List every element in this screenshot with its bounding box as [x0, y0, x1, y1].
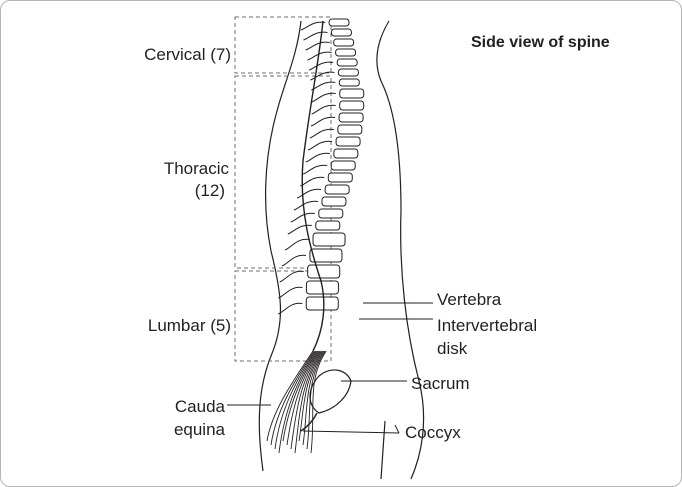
spinous-process — [291, 213, 315, 222]
label-cervical: Cervical (7) — [101, 45, 231, 65]
spinous-process — [280, 271, 304, 282]
spinous-process — [312, 105, 336, 114]
leg-line — [381, 421, 385, 479]
label-thoracic-line2: (12) — [101, 181, 225, 201]
vertebra-body — [336, 137, 360, 146]
vertebra-body — [338, 125, 362, 134]
spinous-process — [285, 239, 309, 250]
spinous-process — [303, 32, 327, 40]
vertebra-body — [336, 49, 356, 56]
vertebra-body — [334, 39, 354, 46]
spinous-process — [310, 129, 334, 138]
front-outline — [377, 21, 424, 479]
spinous-process — [300, 177, 324, 186]
label-cauda-line2: equina — [121, 420, 225, 440]
label-lumbar: Lumbar (5) — [101, 316, 231, 336]
label-vertebra: Vertebra — [437, 290, 501, 310]
vertebra-body — [331, 161, 355, 170]
spinous-process — [306, 42, 330, 50]
spinous-process — [303, 165, 327, 174]
vertebra-body — [340, 89, 364, 98]
vertebra-body — [339, 79, 359, 86]
vertebra-body — [329, 19, 349, 26]
label-disk-line1: Intervertebral — [437, 316, 537, 336]
sacrum-shape — [310, 370, 351, 413]
diagram-title: Side view of spine — [471, 33, 610, 53]
vertebra-body — [316, 221, 340, 230]
vertebra-body — [322, 197, 346, 206]
coccyx-leader-tick — [395, 425, 399, 433]
label-coccyx: Coccyx — [405, 423, 461, 443]
vertebra-body — [328, 173, 352, 182]
label-thoracic-line1: Thoracic — [101, 159, 229, 179]
vertebra-body — [331, 29, 351, 36]
vertebra-body — [313, 233, 345, 246]
vertebra-body — [338, 69, 358, 76]
vertebra-body — [339, 113, 363, 122]
label-cauda-line1: Cauda — [121, 397, 225, 417]
spinous-process — [294, 201, 318, 210]
vertebra-body — [306, 297, 338, 310]
vertebrae-column — [278, 19, 363, 314]
spinous-process — [309, 62, 333, 70]
vertebra-body — [319, 209, 343, 218]
leader-lines — [227, 303, 433, 433]
vertebra-body — [337, 59, 357, 66]
spinous-process — [306, 153, 330, 162]
spinous-process — [308, 141, 332, 150]
vertebra-body — [334, 149, 358, 158]
spinous-process — [278, 303, 302, 314]
spinous-process — [278, 287, 302, 298]
label-disk-line2: disk — [437, 339, 467, 359]
label-sacrum: Sacrum — [411, 374, 470, 394]
vertebra-body — [340, 101, 364, 110]
vertebra-body — [325, 185, 349, 194]
spinous-process — [312, 93, 336, 102]
vertebra-body — [308, 265, 340, 278]
spinous-process — [282, 255, 306, 266]
spinous-process — [297, 189, 321, 198]
